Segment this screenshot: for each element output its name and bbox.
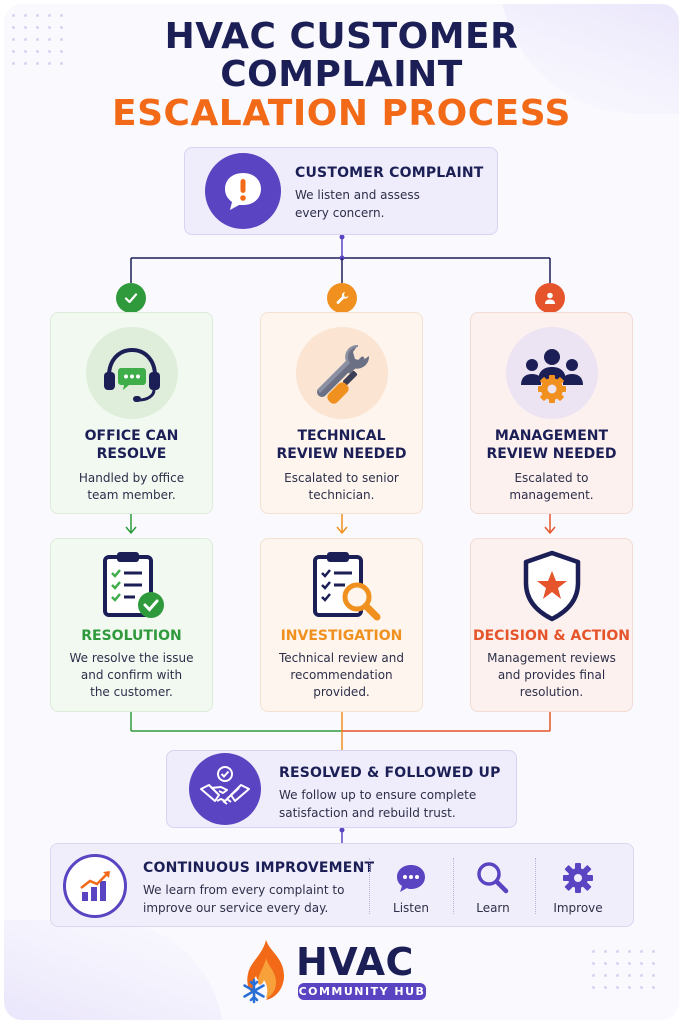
wrench-screwdriver-icon <box>317 344 370 404</box>
handshake-icon-circle <box>189 753 261 825</box>
customer-complaint-box: CUSTOMER COMPLAINT We listen and assess … <box>184 147 498 235</box>
step-improve-label: Improve <box>553 901 603 915</box>
headset-icon <box>104 347 160 402</box>
resolution-desc-line-1: We resolve the issue <box>69 651 194 665</box>
chat-bubble-icon <box>397 865 425 892</box>
resolution-desc-line-2: and confirm with <box>80 668 183 682</box>
team-icon-circle <box>506 327 598 419</box>
office-can-resolve-title-line-2: RESOLVE <box>96 446 167 462</box>
customer-complaint-desc-line-2: every concern. <box>295 206 385 220</box>
followed-up-desc-line-1: We follow up to ensure complete <box>279 788 477 802</box>
investigation-desc-line-3: provided. <box>313 685 370 699</box>
continuous-improvement-title: CONTINUOUS IMPROVEMENT <box>143 860 375 876</box>
followed-up-box: RESOLVED & FOLLOWED UP We follow up to e… <box>166 750 517 828</box>
title-line-3: ESCALATION PROCESS <box>112 93 571 134</box>
technical-review-title-line-1: TECHNICAL <box>297 428 386 444</box>
clipboard-check-icon <box>103 552 164 618</box>
growth-chart-icon-circle <box>63 854 127 918</box>
title-line-1: HVAC CUSTOMER <box>164 16 519 57</box>
tools-icon-circle <box>296 327 388 419</box>
resolution-desc-line-3: the customer. <box>90 685 173 699</box>
divider <box>535 858 536 914</box>
decision-action-desc-line-3: resolution. <box>519 685 584 699</box>
technical-review-card: TECHNICAL REVIEW NEEDED Escalated to sen… <box>260 312 423 514</box>
wrench-icon <box>336 292 349 304</box>
continuous-improvement-desc-line-2: improve our service every day. <box>143 901 329 915</box>
handshake-icon <box>200 766 250 805</box>
shield-star-icon <box>523 550 581 622</box>
management-review-card: MANAGEMENT REVIEW NEEDED Escalated to ma… <box>470 312 633 514</box>
red-person-badge <box>535 283 565 313</box>
magnifier-icon <box>477 862 509 894</box>
clipboard-search-icon <box>313 552 381 621</box>
management-review-desc-line-1: Escalated to <box>514 471 589 485</box>
customer-complaint-desc-line-1: We listen and assess <box>295 188 420 202</box>
investigation-title: INVESTIGATION <box>280 628 403 644</box>
continuous-improvement-desc-line-1: We learn from every complaint to <box>143 883 345 897</box>
technical-review-desc-line-2: technician. <box>308 488 375 502</box>
management-review-title-line-2: REVIEW NEEDED <box>486 446 617 462</box>
office-can-resolve-title-line-1: OFFICE CAN <box>84 428 179 444</box>
decision-action-card: DECISION & ACTION Management reviews and… <box>470 538 633 712</box>
resolution-card: RESOLUTION We resolve the issue and conf… <box>50 538 213 712</box>
green-check-badge <box>116 283 146 313</box>
flame-snowflake-logo-icon <box>243 940 284 1004</box>
decorative-dots-bottom-right <box>592 950 672 1010</box>
orange-wrench-badge <box>327 283 357 313</box>
office-can-resolve-desc-line-1: Handled by office <box>78 471 185 485</box>
step-listen-label: Listen <box>393 901 429 915</box>
technical-review-desc-line-1: Escalated to senior <box>284 471 399 485</box>
check-icon <box>124 293 138 304</box>
management-review-desc-line-2: management. <box>509 488 594 502</box>
decision-action-desc-line-1: Management reviews <box>487 651 616 665</box>
complaint-icon-circle <box>205 153 281 229</box>
management-review-title-line-1: MANAGEMENT <box>494 428 609 444</box>
title-line-2: COMPLAINT <box>220 54 463 95</box>
step-learn-label: Learn <box>476 901 510 915</box>
divider <box>369 858 370 914</box>
speech-alert-icon <box>225 173 261 210</box>
followed-up-title: RESOLVED & FOLLOWED UP <box>279 765 501 781</box>
investigation-card: INVESTIGATION Technical review and recom… <box>260 538 423 712</box>
customer-complaint-title: CUSTOMER COMPLAINT <box>295 165 484 181</box>
decision-action-desc-line-2: and provides final <box>497 668 606 682</box>
logo-name: HVAC <box>296 940 414 984</box>
gear-icon <box>563 863 593 893</box>
followed-up-desc-line-2: satisfaction and rebuild trust. <box>279 806 456 820</box>
decision-action-title: DECISION & ACTION <box>472 628 631 644</box>
resolution-title: RESOLUTION <box>81 628 182 644</box>
investigation-desc-line-2: recommendation <box>290 668 393 682</box>
person-icon <box>545 292 555 304</box>
team-gear-icon <box>521 349 583 403</box>
office-can-resolve-card: OFFICE CAN RESOLVE Handled by office tea… <box>50 312 213 514</box>
investigation-desc-line-1: Technical review and <box>279 651 404 665</box>
headset-icon-circle <box>86 327 178 419</box>
divider <box>453 858 454 914</box>
logo-tagline: COMMUNITY HUB <box>298 983 426 1000</box>
office-can-resolve-desc-line-2: team member. <box>87 488 176 502</box>
technical-review-title-line-2: REVIEW NEEDED <box>276 446 407 462</box>
growth-chart-icon <box>80 871 110 901</box>
continuous-improvement-box: CONTINUOUS IMPROVEMENT We learn from eve… <box>50 843 634 927</box>
decorative-dots-top-left <box>12 14 72 84</box>
